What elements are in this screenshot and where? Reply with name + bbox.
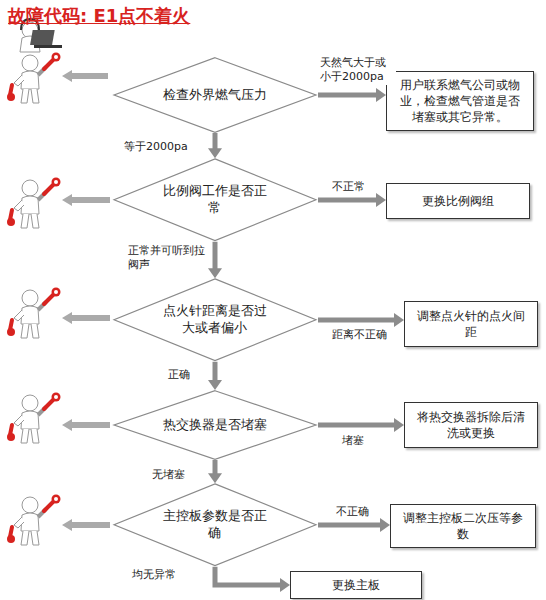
box-text: 将热交换器拆除后清洗或更换 (413, 409, 529, 441)
decision-diamond: 点火针距离是否过大或者偏小 (112, 278, 318, 362)
box-text: 调整点火针的点火间距 (413, 308, 529, 340)
flow-arrow (208, 242, 222, 279)
process-box: 调整主控板二次压等参数 (390, 504, 536, 548)
question-text: 点火针距离是否过大或者偏小 (161, 303, 268, 337)
box-text: 更换主板 (332, 577, 380, 593)
process-box: 更换主板 (290, 571, 422, 599)
flow-arrow (318, 418, 404, 432)
process-box: 更换比例阀组 (386, 183, 530, 219)
flow-arrow (318, 518, 390, 532)
flow-arrow (208, 460, 222, 483)
question-text: 主控板参数是否正确 (161, 508, 268, 542)
process-box: 调整点火针的点火间距 (404, 301, 538, 347)
question-text: 热交换器是否堵塞 (163, 417, 267, 434)
decision-diamond: 比例阀工作是否正常 (112, 158, 318, 242)
box-text: 用户联系燃气公司或物业，检查燃气管道是否堵塞或其它异常。 (395, 77, 525, 126)
edge-label: 无堵塞 (150, 468, 187, 482)
title: 故障代码: E1点不着火 (8, 4, 190, 28)
decision-diamond: 热交换器是否堵塞 (112, 390, 318, 460)
edge-label: 天然气大于或小于2000pa (318, 56, 396, 85)
edge-label: 均无异常 (130, 568, 178, 582)
edge-label: 等于2000pa (122, 140, 190, 154)
flow-arrow (318, 88, 386, 102)
flow-arrow (318, 313, 404, 327)
box-text: 调整主控板二次压等参数 (399, 510, 527, 542)
process-box: 用户联系燃气公司或物业，检查燃气管道是否堵塞或其它异常。 (386, 71, 534, 132)
edge-label: 不正确 (334, 505, 371, 519)
question-text: 比例阀工作是否正常 (161, 183, 268, 217)
flow-arrow (208, 133, 222, 158)
edge-label: 堵塞 (340, 434, 366, 448)
question-text: 检查外界燃气压力 (163, 87, 267, 104)
edge-label: 距离不正确 (330, 328, 389, 342)
decision-diamond: 主控板参数是否正确 (112, 483, 318, 567)
process-box: 将热交换器拆除后清洗或更换 (404, 402, 538, 448)
edge-label: 正确 (166, 368, 192, 382)
flow-arrow (208, 362, 222, 390)
decision-diamond: 检查外界燃气压力 (112, 57, 318, 133)
pointer-arrows (62, 70, 110, 531)
flow-arrow (318, 193, 386, 207)
box-text: 更换比例阀组 (422, 193, 494, 209)
flow-arrow (215, 567, 290, 592)
edge-label: 不正常 (330, 180, 367, 194)
edge-label: 正常并可听到拉阀声 (126, 244, 208, 273)
